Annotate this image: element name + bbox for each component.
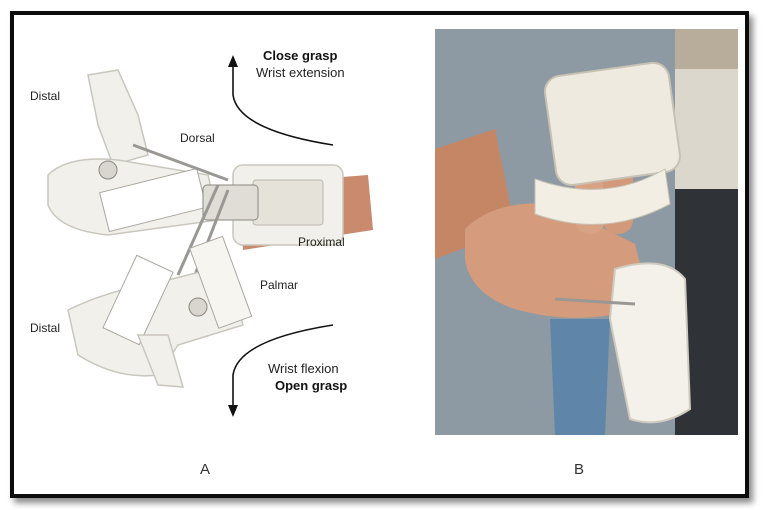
orthosis-diagram (47, 55, 373, 417)
upper-hand-strap (99, 167, 207, 233)
bottom-arrowhead (228, 405, 238, 417)
panel-a-letter: A (200, 461, 211, 478)
top-curved-arrow (232, 65, 334, 146)
wrist-hinge (202, 184, 259, 221)
hand (465, 203, 650, 318)
lower-hand-splint (67, 264, 244, 377)
figure-frame: Distal Dorsal Proximal Palmar Distal Clo… (10, 11, 749, 498)
hand-strap (534, 168, 671, 225)
label-close-grasp: Close grasp (263, 48, 338, 63)
upper-finger-splint (87, 69, 149, 166)
panel-b-photo (435, 29, 738, 435)
desk-paper (675, 69, 738, 189)
dorsal-bar (132, 143, 229, 182)
palmar-cuff (189, 235, 253, 329)
metal-bar (554, 297, 636, 306)
panel-b-letter: B (574, 461, 585, 478)
jeans (550, 319, 610, 435)
label-wrist-extension: Wrist extension (256, 65, 345, 80)
lower-joint-screw (188, 297, 208, 317)
label-wrist-flexion: Wrist flexion (268, 361, 339, 376)
cuff-strap (252, 179, 324, 226)
orthosis-photo (435, 29, 738, 435)
label-open-grasp: Open grasp (275, 378, 348, 393)
label-dorsal: Dorsal (180, 131, 215, 145)
lower-hand-strap (102, 254, 174, 346)
label-palmar: Palmar (260, 278, 299, 292)
palmar-bar-1 (176, 184, 220, 276)
upper-joint-screw (98, 160, 118, 180)
finger-splint (544, 61, 681, 187)
label-distal-top: Distal (30, 89, 61, 103)
thumb-splint (136, 334, 185, 388)
top-arrowhead (228, 55, 238, 67)
panel-a-illustration: Distal Dorsal Proximal Palmar Distal Clo… (28, 35, 428, 435)
label-proximal: Proximal (298, 235, 345, 249)
bottom-curved-arrow (232, 324, 334, 407)
label-distal-bottom: Distal (30, 321, 61, 335)
